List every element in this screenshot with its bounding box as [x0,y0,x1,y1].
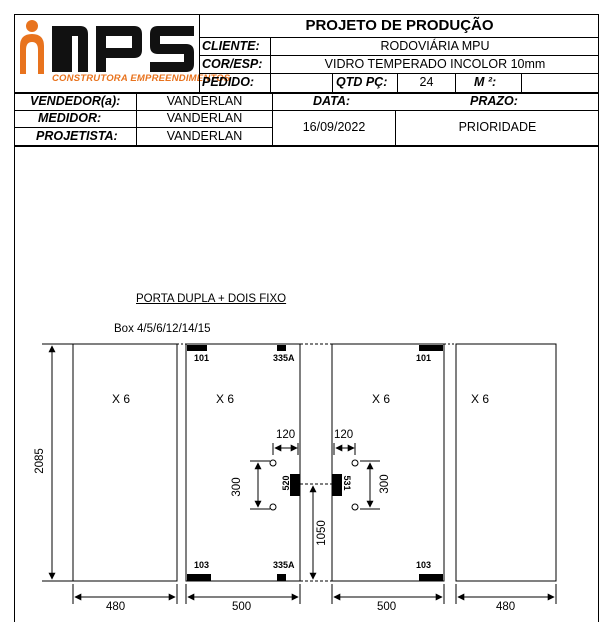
handle-label-520: 520 [281,475,291,491]
logo-tagline: CONSTRUTORA EMPREENDIMENTOS [52,73,231,84]
panel-fixed-right [455,343,557,582]
dim-height-2085: 2085 [34,448,46,474]
company-logo: CONSTRUTORA EMPREENDIMENTOS [16,16,231,90]
handle-520 [290,474,300,496]
handle-531 [332,474,342,496]
hardware-103-right [419,574,443,581]
vendedor-label: VENDEDOR(a): [30,94,121,108]
qtd-label: QTD PÇ: [336,75,388,89]
hardware-335a-top [277,345,286,351]
hw-label-335a-top: 335A [273,353,295,363]
data-label: DATA: [313,94,351,108]
dim-handle-1050: 1050 [316,520,328,546]
handle-label-531: 531 [342,475,352,491]
panel-qty-1: X 6 [112,392,131,406]
panel-door-right [331,343,445,582]
hardware-101-left [187,345,207,351]
cor-value: VIDRO TEMPERADO INCOLOR 10mm [324,57,546,71]
panel-qty-2: X 6 [216,392,235,406]
document-title: PROJETO DE PRODUÇÃO [305,17,494,34]
prazo-value: PRIORIDADE [458,120,537,134]
dim-hole-300-left: 300 [231,477,243,497]
hw-label-103-left: 103 [194,560,210,570]
qtd-value: 24 [419,75,434,89]
hw-label-103-right: 103 [416,560,432,570]
hardware-101-right [419,345,443,351]
prazo-label: PRAZO: [470,94,518,108]
drawing-subtitle: Box 4/5/6/12/14/15 [114,323,211,335]
hw-label-101-right: 101 [416,353,432,363]
document-frame [14,14,599,622]
panel-fixed-left [72,343,178,582]
dim-width-1: 480 [106,601,126,613]
hardware-103-left [187,574,211,581]
hw-label-101-left: 101 [194,353,210,363]
cliente-value: RODOVIÁRIA MPU [380,39,490,53]
hardware-335a-bottom [277,574,286,581]
panel-door-left [185,343,301,582]
dim-offset-120-right: 120 [334,429,354,441]
pedido-label: PEDIDO: [202,75,255,89]
mps-logo-icon [20,20,194,74]
dim-hole-300-right: 300 [379,474,391,494]
panel-qty-3: X 6 [372,392,391,406]
dim-width-3: 500 [377,601,397,613]
dim-width-4: 480 [496,601,516,613]
panel-qty-4: X 6 [471,392,490,406]
cliente-label: CLIENTE: [202,39,260,53]
dim-offset-120-left: 120 [276,429,296,441]
dim-width-2: 500 [232,601,252,613]
m2-label: M ²: [474,75,497,89]
vendedor-value: VANDERLAN [166,94,243,108]
drawing-title: PORTA DUPLA + DOIS FIXO [136,293,287,305]
projetista-label: PROJETISTA: [36,129,118,143]
hw-label-335a-bottom: 335A [273,560,295,570]
medidor-label: MEDIDOR: [38,111,102,125]
medidor-value: VANDERLAN [166,111,243,125]
projetista-value: VANDERLAN [166,129,243,143]
data-value: 16/09/2022 [302,120,366,134]
cor-label: COR/ESP: [202,57,263,71]
